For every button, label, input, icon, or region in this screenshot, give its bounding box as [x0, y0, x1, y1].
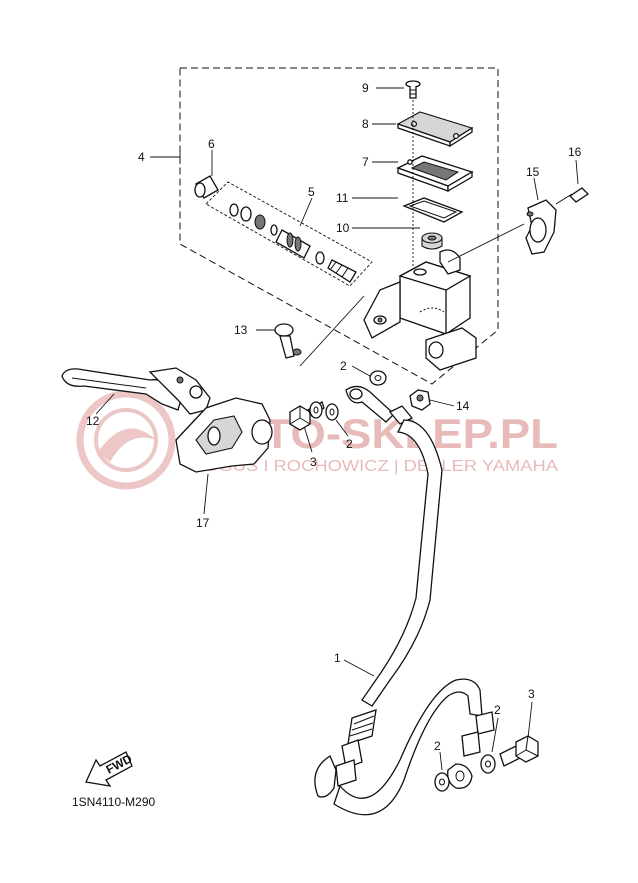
callout-14: 14 — [456, 399, 470, 413]
part-5-piston-kit — [205, 181, 373, 287]
fwd-arrow-icon: FWD — [85, 751, 135, 787]
diagram-code: 1SN4110-M290 — [72, 795, 155, 809]
callout-1: 1 — [334, 651, 341, 665]
callout-labels: 9 8 7 11 10 4 6 5 16 15 13 2 14 12 2 3 1… — [86, 81, 582, 753]
part-7-diaphragm-plate — [372, 155, 474, 193]
callout-2-lower-left: 2 — [434, 739, 441, 753]
part-11-diaphragm — [352, 197, 464, 223]
part-2-washers-lower — [434, 717, 499, 792]
callout-8: 8 — [362, 117, 369, 131]
watermark-subtitle: BOGUŚ I ROCHOWICZ | DEALER YAMAHA — [192, 456, 558, 475]
callout-2-lower-right: 2 — [494, 703, 501, 717]
callout-2-upper-right: 2 — [340, 359, 347, 373]
part-8-reservoir-cap — [372, 111, 474, 148]
part-1-brake-hose — [314, 385, 495, 816]
callout-7: 7 — [362, 155, 369, 169]
callout-17: 17 — [196, 516, 210, 530]
callout-6: 6 — [208, 137, 215, 151]
part-2-washers-upper — [309, 365, 387, 437]
callout-16: 16 — [568, 145, 582, 159]
callout-3-lower: 3 — [528, 687, 535, 701]
part-14-nut — [409, 389, 455, 411]
part-13-pivot-bolt — [256, 295, 365, 367]
part-9-screw — [376, 80, 421, 99]
part-4-master-cylinder — [363, 249, 477, 371]
part-3-union-bolt-lower — [499, 701, 539, 767]
callout-9: 9 — [362, 81, 369, 95]
callout-2-upper-left: 2 — [346, 437, 353, 451]
callout-13: 13 — [234, 323, 248, 337]
part-15-holder — [525, 177, 557, 255]
callout-3-upper: 3 — [310, 455, 317, 469]
callout-10: 10 — [336, 221, 350, 235]
watermark-logo — [76, 390, 176, 490]
callout-5: 5 — [308, 185, 315, 199]
part-17-lever-guard — [175, 397, 273, 515]
callout-4: 4 — [138, 150, 145, 164]
part-6-dust-boot — [194, 150, 219, 199]
part-10-bushing — [352, 227, 443, 250]
part-16-bolt — [555, 159, 590, 205]
part-12-brake-lever — [61, 367, 211, 415]
callout-12: 12 — [86, 414, 100, 428]
callout-11: 11 — [336, 191, 349, 205]
callout-15: 15 — [526, 165, 540, 179]
